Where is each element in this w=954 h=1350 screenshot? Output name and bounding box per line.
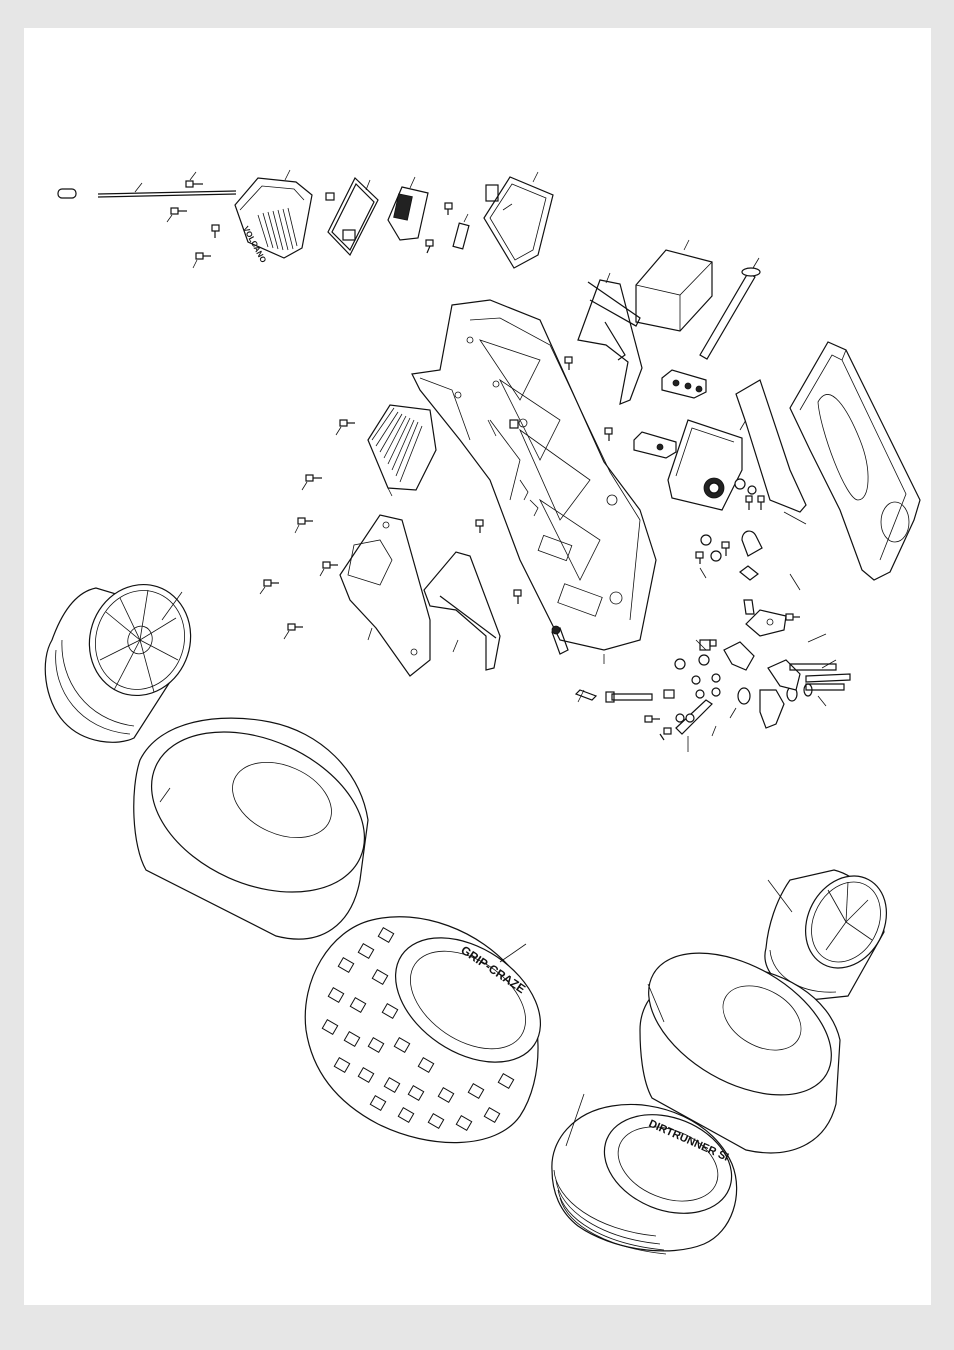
left-wheel-rim-part <box>45 571 205 742</box>
receiver-part <box>388 177 469 253</box>
electronics-plate-part <box>340 515 430 676</box>
left-foam-insert-part <box>126 701 389 939</box>
receiver-box-part <box>484 172 553 268</box>
large-tire-part: GRIP-CRAZE <box>305 912 563 1142</box>
wire-bracket-part <box>326 178 378 255</box>
battery-part <box>636 240 712 331</box>
shaft-rod-part <box>98 183 236 197</box>
main-chassis-part <box>412 300 656 650</box>
body-clip-part <box>58 189 76 198</box>
side-guard-part <box>736 342 920 580</box>
rear-bumper-part <box>424 552 500 670</box>
esc-heatsink-part <box>368 405 436 496</box>
screw-group-top <box>167 172 219 268</box>
servo-part <box>668 420 746 510</box>
motor-cover-part: VOLCANO <box>235 170 312 264</box>
